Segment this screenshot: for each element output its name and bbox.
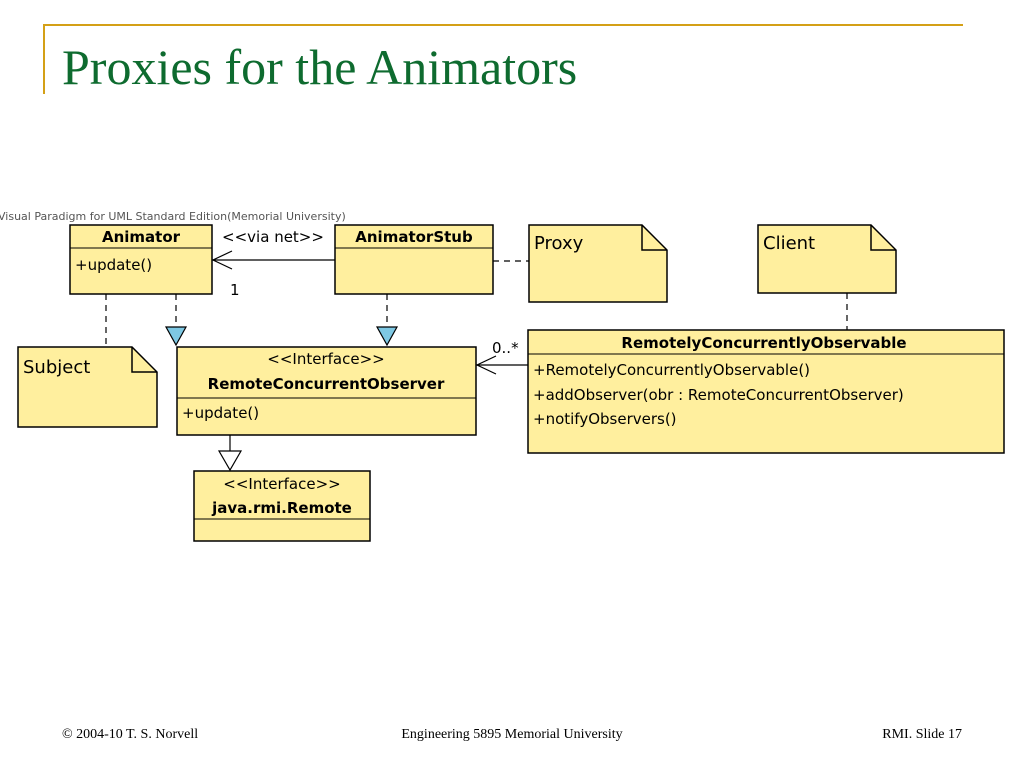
stub-realization-arrowhead	[375, 326, 399, 347]
title-frame-left-rule	[43, 24, 45, 94]
title-frame-top-rule	[43, 24, 963, 26]
association-open-arrowhead	[211, 250, 233, 270]
remote-concurrent-observer-interface: <<Interface>> RemoteConcurrentObserver +…	[176, 346, 477, 436]
watermark-text: Visual Paradigm for UML Standard Edition…	[0, 210, 346, 223]
animator-stub-name: AnimatorStub	[355, 228, 473, 246]
animator-class-name: Animator	[102, 228, 181, 246]
rco-interface-update-op: +update()	[182, 404, 259, 422]
animator-realization-arrowhead	[164, 326, 188, 347]
rco-class-name: RemotelyConcurrentlyObservable	[621, 334, 906, 352]
proxy-note-label: Proxy	[534, 233, 584, 254]
proxy-note: Proxy	[528, 224, 668, 303]
subject-note-label: Subject	[23, 357, 90, 378]
slide-title: Proxies for the Animators	[62, 39, 578, 95]
animator-update-op: +update()	[75, 256, 152, 274]
animator-class: Animator +update()	[69, 224, 213, 295]
rco-class-op-add-observer: +addObserver(obr : RemoteConcurrentObser…	[533, 386, 904, 404]
multiplicity-one: 1	[230, 281, 240, 299]
java-remote-name: java.rmi.Remote	[211, 499, 352, 517]
rco-interface-stereotype: <<Interface>>	[267, 350, 384, 368]
footer-slide-number: RMI. Slide 17	[882, 727, 962, 742]
remotely-concurrently-observable-class: RemotelyConcurrentlyObservable +Remotely…	[527, 329, 1005, 454]
rco-class-op-constructor: +RemotelyConcurrentlyObservable()	[533, 361, 810, 379]
observable-association-arrowhead	[475, 355, 497, 375]
multiplicity-many: 0..*	[492, 339, 519, 357]
footer-copyright: © 2004-10 T. S. Norvell	[62, 727, 199, 742]
java-rmi-remote-interface: <<Interface>> java.rmi.Remote	[193, 470, 371, 542]
remote-generalization-arrowhead	[217, 450, 243, 472]
animator-stub-class: AnimatorStub	[334, 224, 494, 295]
rco-interface-name: RemoteConcurrentObserver	[208, 375, 445, 393]
client-note-label: Client	[763, 233, 815, 254]
uml-class-diagram: Visual Paradigm for UML Standard Edition…	[0, 210, 1005, 542]
rco-class-op-notify-observers: +notifyObservers()	[533, 410, 677, 428]
via-net-label: <<via net>>	[222, 228, 324, 246]
footer-course: Engineering 5895 Memorial University	[401, 727, 623, 742]
client-note: Client	[757, 224, 897, 294]
subject-note: Subject	[17, 346, 158, 428]
java-remote-stereotype: <<Interface>>	[223, 475, 340, 493]
